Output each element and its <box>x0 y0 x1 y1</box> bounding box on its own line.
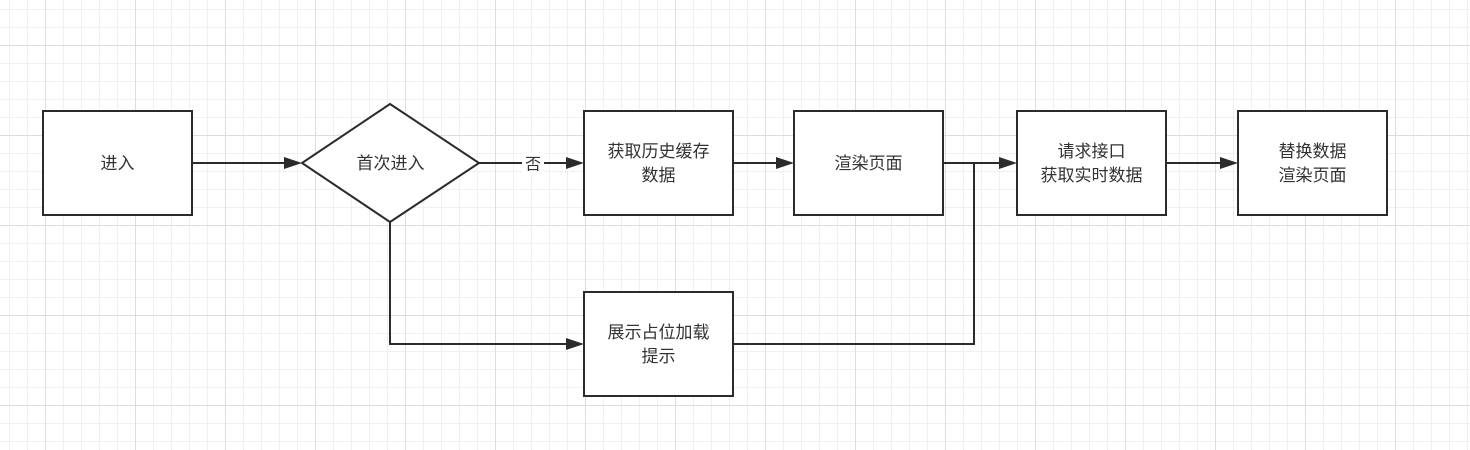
node-fetch-cache-label-line2: 数据 <box>642 166 676 186</box>
node-first-entry-decision[interactable]: 首次进入 <box>300 102 481 224</box>
arrowhead-placeholder <box>566 338 584 350</box>
node-show-placeholder-box <box>583 291 734 397</box>
edge-label-no: 否 <box>525 155 541 174</box>
node-first-entry-diamond <box>300 102 481 224</box>
node-request-api-label-line2: 获取实时数据 <box>1041 166 1143 186</box>
node-request-api[interactable]: 请求接口 获取实时数据 <box>1016 110 1167 216</box>
node-request-api-box <box>1016 110 1167 216</box>
arrowhead-request-api <box>999 157 1017 169</box>
arrowhead-fetch-cache <box>566 157 584 169</box>
node-request-api-label-line1: 请求接口 <box>1058 142 1126 162</box>
node-fetch-cache[interactable]: 获取历史缓存 数据 <box>583 110 734 216</box>
node-fetch-cache-box <box>583 110 734 216</box>
node-render-page[interactable]: 渲染页面 <box>793 110 944 216</box>
node-fetch-cache-label-line1: 获取历史缓存 <box>608 142 710 162</box>
edge-label-background <box>522 153 544 175</box>
node-enter-label: 进入 <box>101 154 135 174</box>
arrowhead-first-entry <box>284 157 302 169</box>
node-replace-data-box <box>1237 110 1388 216</box>
node-render-page-label: 渲染页面 <box>835 154 903 174</box>
node-render-page-box <box>793 110 944 216</box>
node-show-placeholder-label-line2: 提示 <box>642 347 676 367</box>
edge-placeholder-to-request-api <box>733 163 975 345</box>
node-first-entry-label: 首次进入 <box>357 154 425 174</box>
node-enter-box <box>42 110 193 216</box>
node-show-placeholder[interactable]: 展示占位加载 提示 <box>583 291 734 397</box>
arrowhead-replace-data <box>1220 157 1238 169</box>
node-show-placeholder-label-line1: 展示占位加载 <box>608 323 710 343</box>
edge-first-entry-to-placeholder <box>389 222 566 345</box>
node-enter[interactable]: 进入 <box>42 110 193 216</box>
node-replace-data-label-line2: 渲染页面 <box>1279 166 1347 186</box>
node-replace-data[interactable]: 替换数据 渲染页面 <box>1237 110 1388 216</box>
arrowhead-render-page <box>776 157 794 169</box>
node-replace-data-label-line1: 替换数据 <box>1279 142 1347 162</box>
